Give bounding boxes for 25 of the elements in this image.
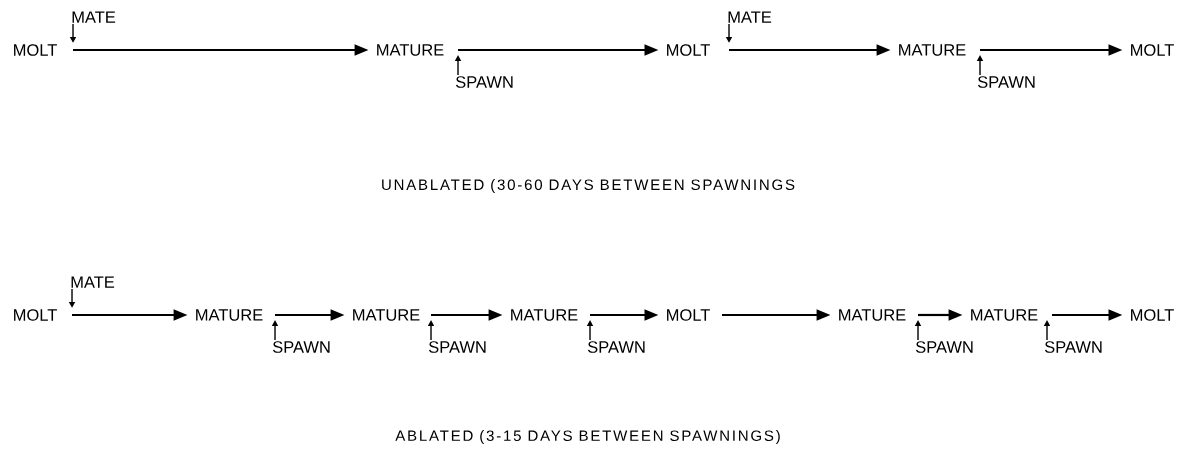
stage-label: MOLT [14,309,57,321]
stage-label: MATURE [353,309,420,321]
event-label: MATE [728,11,772,23]
event-label: SPAWN [455,76,513,88]
event-label: MATE [72,11,116,23]
event-label: SPAWN [977,76,1035,88]
stage-label: MOLT [1131,44,1174,56]
stage-label: MOLT [667,44,710,56]
event-label: MATE [71,276,115,288]
stage-label: MOLT [1131,309,1174,321]
stage-label: MATURE [511,309,578,321]
event-label: SPAWN [915,341,973,353]
caption: UNABLATED (30-60 DAYS BETWEEN SPAWNINGS [382,179,795,193]
event-label: SPAWN [428,341,486,353]
stage-label: MOLT [14,44,57,56]
event-label: SPAWN [272,341,330,353]
stage-label: MATURE [971,309,1038,321]
caption: ABLATED (3-15 DAYS BETWEEN SPAWNINGS) [395,430,780,444]
event-label: SPAWN [587,341,645,353]
stage-label: MATURE [377,44,444,56]
stage-label: MATURE [839,309,906,321]
stage-label: MATURE [899,44,966,56]
stage-label: MATURE [196,309,263,321]
event-label: SPAWN [1044,341,1102,353]
stage-label: MOLT [667,309,710,321]
